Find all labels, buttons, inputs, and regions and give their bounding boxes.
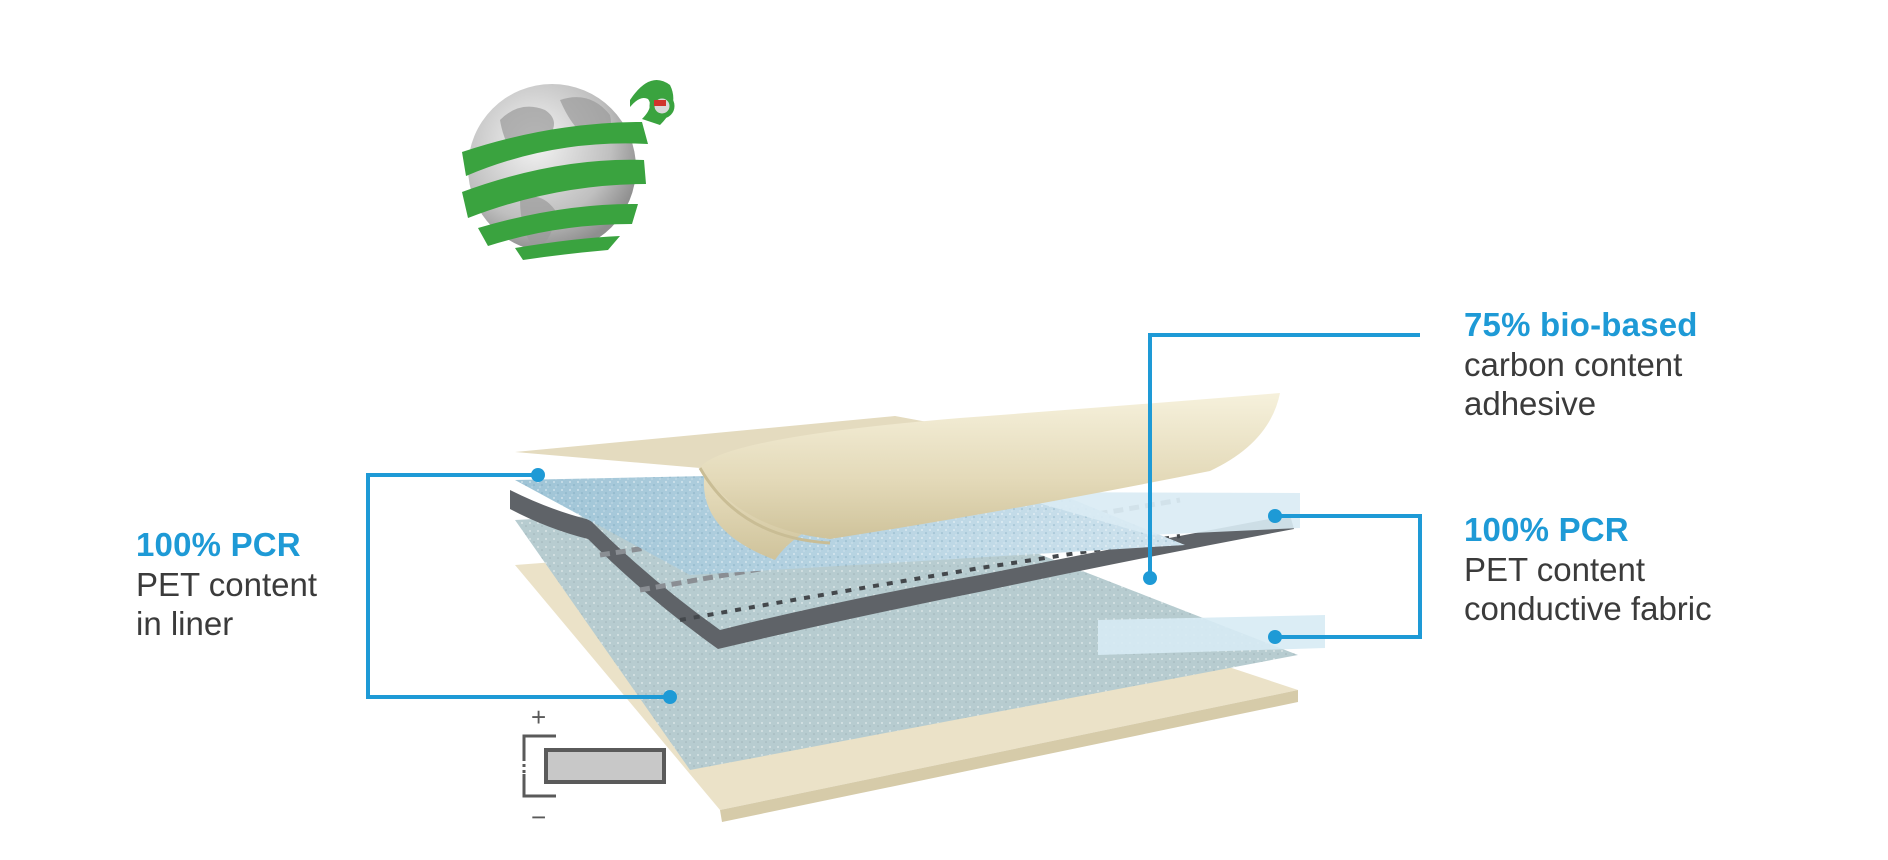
- callout-fabric: [1275, 514, 1422, 639]
- battery-symbol-icon: + −: [522, 702, 666, 832]
- adhesive-line-1: carbon content: [1464, 345, 1683, 383]
- callout-dots: [531, 468, 1282, 704]
- liner-line-1: PET content: [136, 565, 318, 603]
- fabric-callout-label: 100% PCR PET content conductive fabric: [1464, 510, 1712, 629]
- globe-tape-logo-icon: [462, 80, 675, 260]
- battery-plus-label: +: [531, 702, 546, 732]
- fabric-line-2: conductive fabric: [1464, 590, 1712, 628]
- fabric-line-1: PET content: [1464, 550, 1646, 588]
- liner-callout-label: 100% PCR PET content in liner: [136, 525, 317, 644]
- callout-adhesive: [1148, 333, 1420, 578]
- battery-minus-label: −: [531, 802, 546, 832]
- callout-lines: [366, 333, 1422, 699]
- top-liner-curl: [515, 393, 1280, 560]
- adhesive-highlight: 75% bio-based: [1464, 306, 1698, 343]
- liner-line-2: in liner: [136, 605, 234, 643]
- adhesive-callout-label: 75% bio-based carbon content adhesive: [1464, 305, 1698, 424]
- adhesive-line-2: adhesive: [1464, 385, 1597, 423]
- liner-highlight: 100% PCR: [136, 526, 301, 563]
- fabric-highlight: 100% PCR: [1464, 511, 1629, 548]
- callout-liner: [366, 473, 670, 699]
